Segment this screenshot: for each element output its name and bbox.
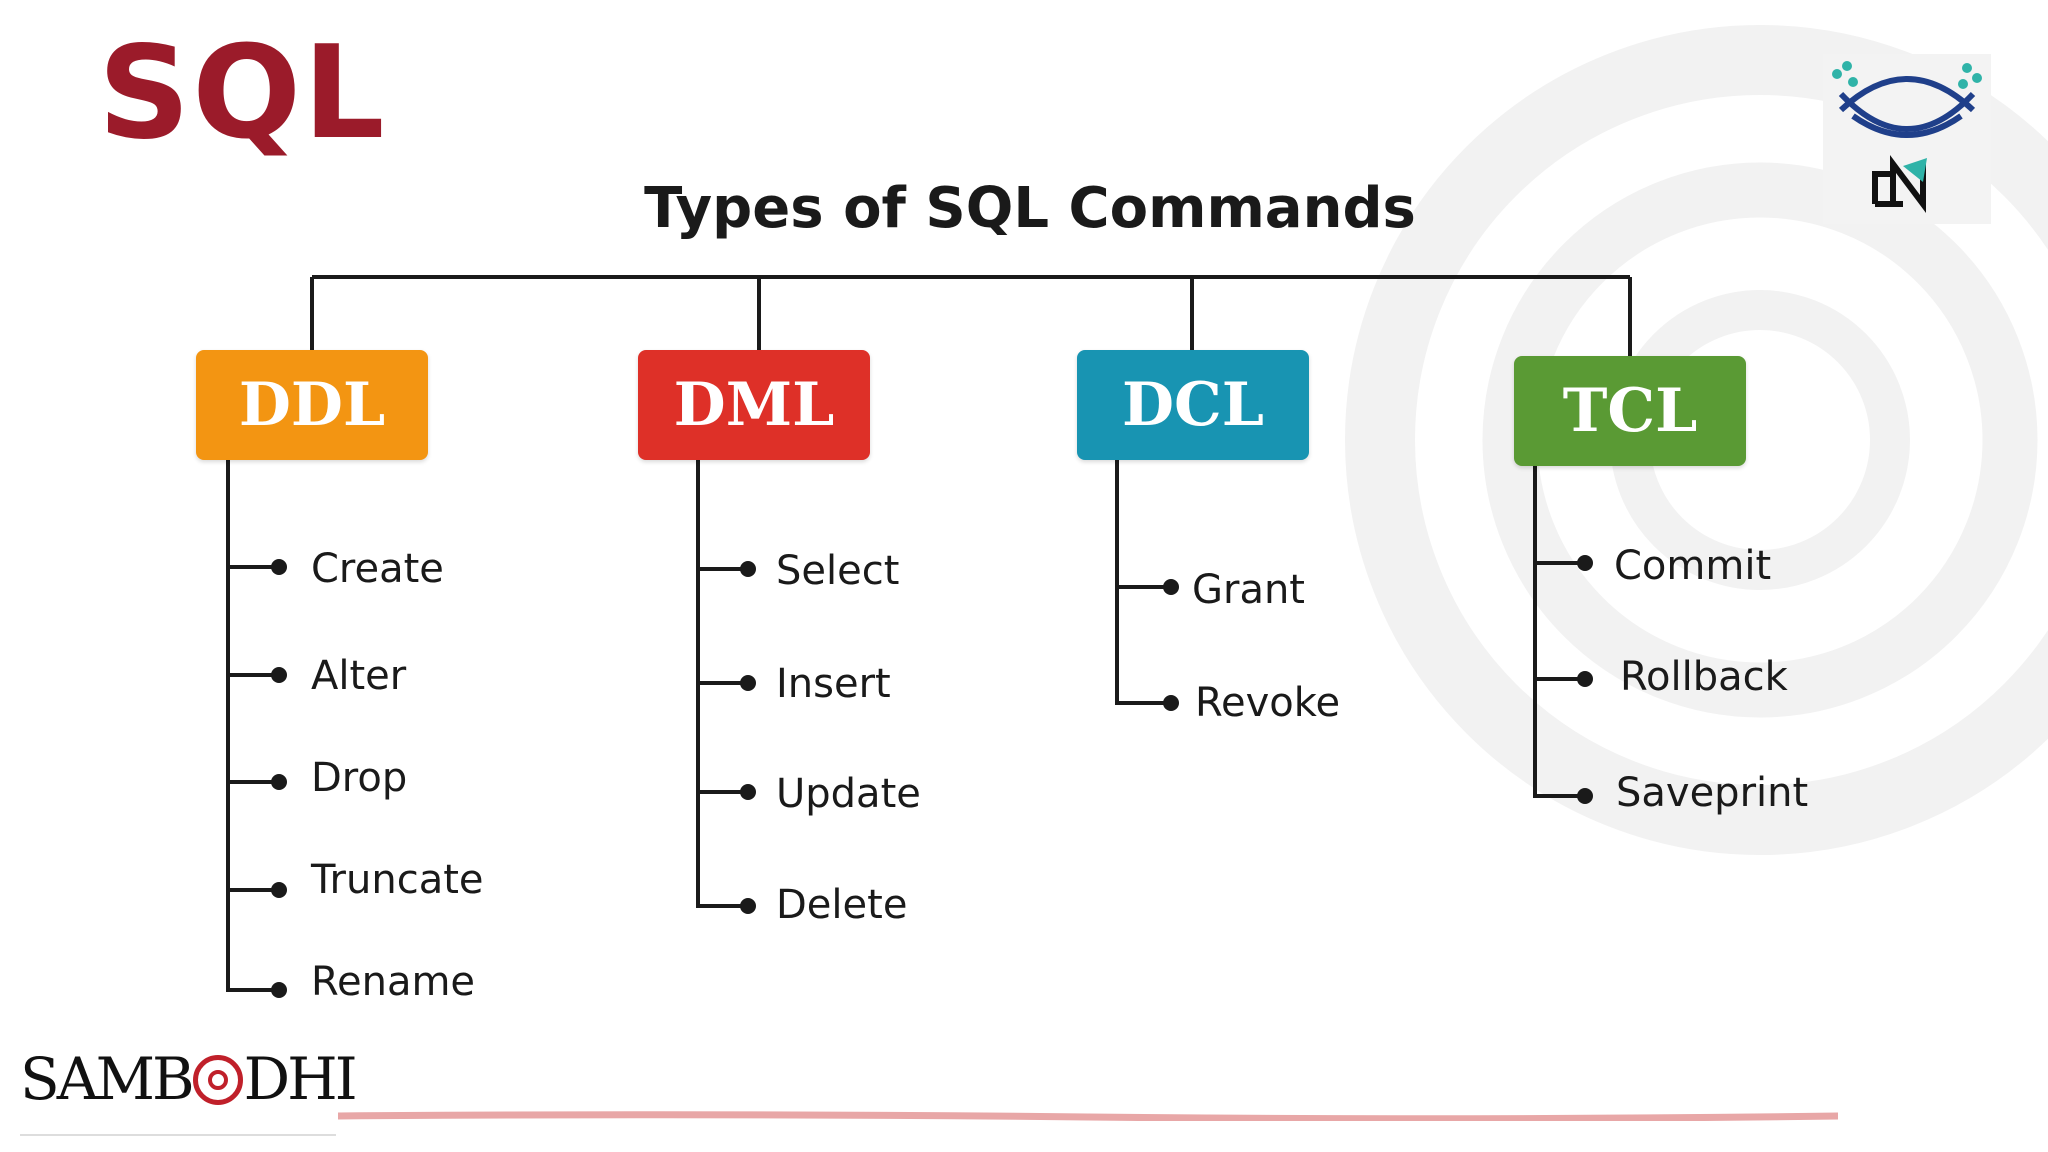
category-box-ddl: DDL bbox=[196, 350, 428, 460]
bullet bbox=[271, 982, 287, 998]
trunk-dml bbox=[696, 460, 746, 908]
bullet bbox=[271, 559, 287, 575]
dml-item-update: Update bbox=[776, 771, 921, 817]
dcl-item-grant: Grant bbox=[1192, 567, 1305, 613]
tcl-item-saveprint: Saveprint bbox=[1616, 770, 1809, 816]
category-box-dcl: DCL bbox=[1077, 350, 1309, 460]
category-box-dml: DML bbox=[638, 350, 870, 460]
bullet bbox=[1577, 555, 1593, 571]
bullet bbox=[740, 675, 756, 691]
bird-nest-logo-icon bbox=[1823, 54, 1991, 224]
dcl-item-revoke: Revoke bbox=[1195, 680, 1341, 726]
bullet bbox=[271, 774, 287, 790]
ddl-item-truncate: Truncate bbox=[311, 857, 484, 903]
tcl-item-rollback: Rollback bbox=[1620, 654, 1788, 700]
category-label-tcl: TCL bbox=[1562, 376, 1698, 446]
ddl-item-alter: Alter bbox=[311, 653, 407, 699]
bullet bbox=[271, 882, 287, 898]
bullet bbox=[1163, 579, 1179, 595]
bullet bbox=[740, 561, 756, 577]
diagram-title: Types of SQL Commands bbox=[644, 176, 1416, 241]
dml-item-insert: Insert bbox=[776, 661, 891, 707]
accent-brush-line bbox=[338, 1111, 1838, 1121]
bullet bbox=[1577, 788, 1593, 804]
trunk-dcl bbox=[1115, 460, 1170, 705]
category-box-tcl: TCL bbox=[1514, 356, 1746, 466]
dml-item-delete: Delete bbox=[776, 882, 908, 928]
tcl-item-commit: Commit bbox=[1614, 543, 1772, 589]
brand-suffix: DHI bbox=[243, 1045, 358, 1113]
page-heading: SQL bbox=[98, 19, 387, 168]
bullet bbox=[740, 784, 756, 800]
bullet bbox=[740, 898, 756, 914]
category-label-dml: DML bbox=[673, 370, 835, 440]
bullet bbox=[271, 667, 287, 683]
ddl-item-drop: Drop bbox=[311, 755, 408, 801]
bullet bbox=[1577, 671, 1593, 687]
category-label-dcl: DCL bbox=[1122, 370, 1264, 440]
ddl-item-rename: Rename bbox=[311, 959, 476, 1005]
sambodhi-ring-icon bbox=[192, 1055, 243, 1105]
dml-item-select: Select bbox=[776, 548, 900, 594]
bullet bbox=[1163, 695, 1179, 711]
brand-prefix: SAMB bbox=[20, 1045, 195, 1113]
brand-underline bbox=[20, 1134, 336, 1136]
ddl-item-create: Create bbox=[311, 546, 444, 592]
category-label-ddl: DDL bbox=[238, 370, 386, 440]
trunk-tcl bbox=[1533, 466, 1584, 798]
trunk-ddl bbox=[226, 460, 278, 992]
